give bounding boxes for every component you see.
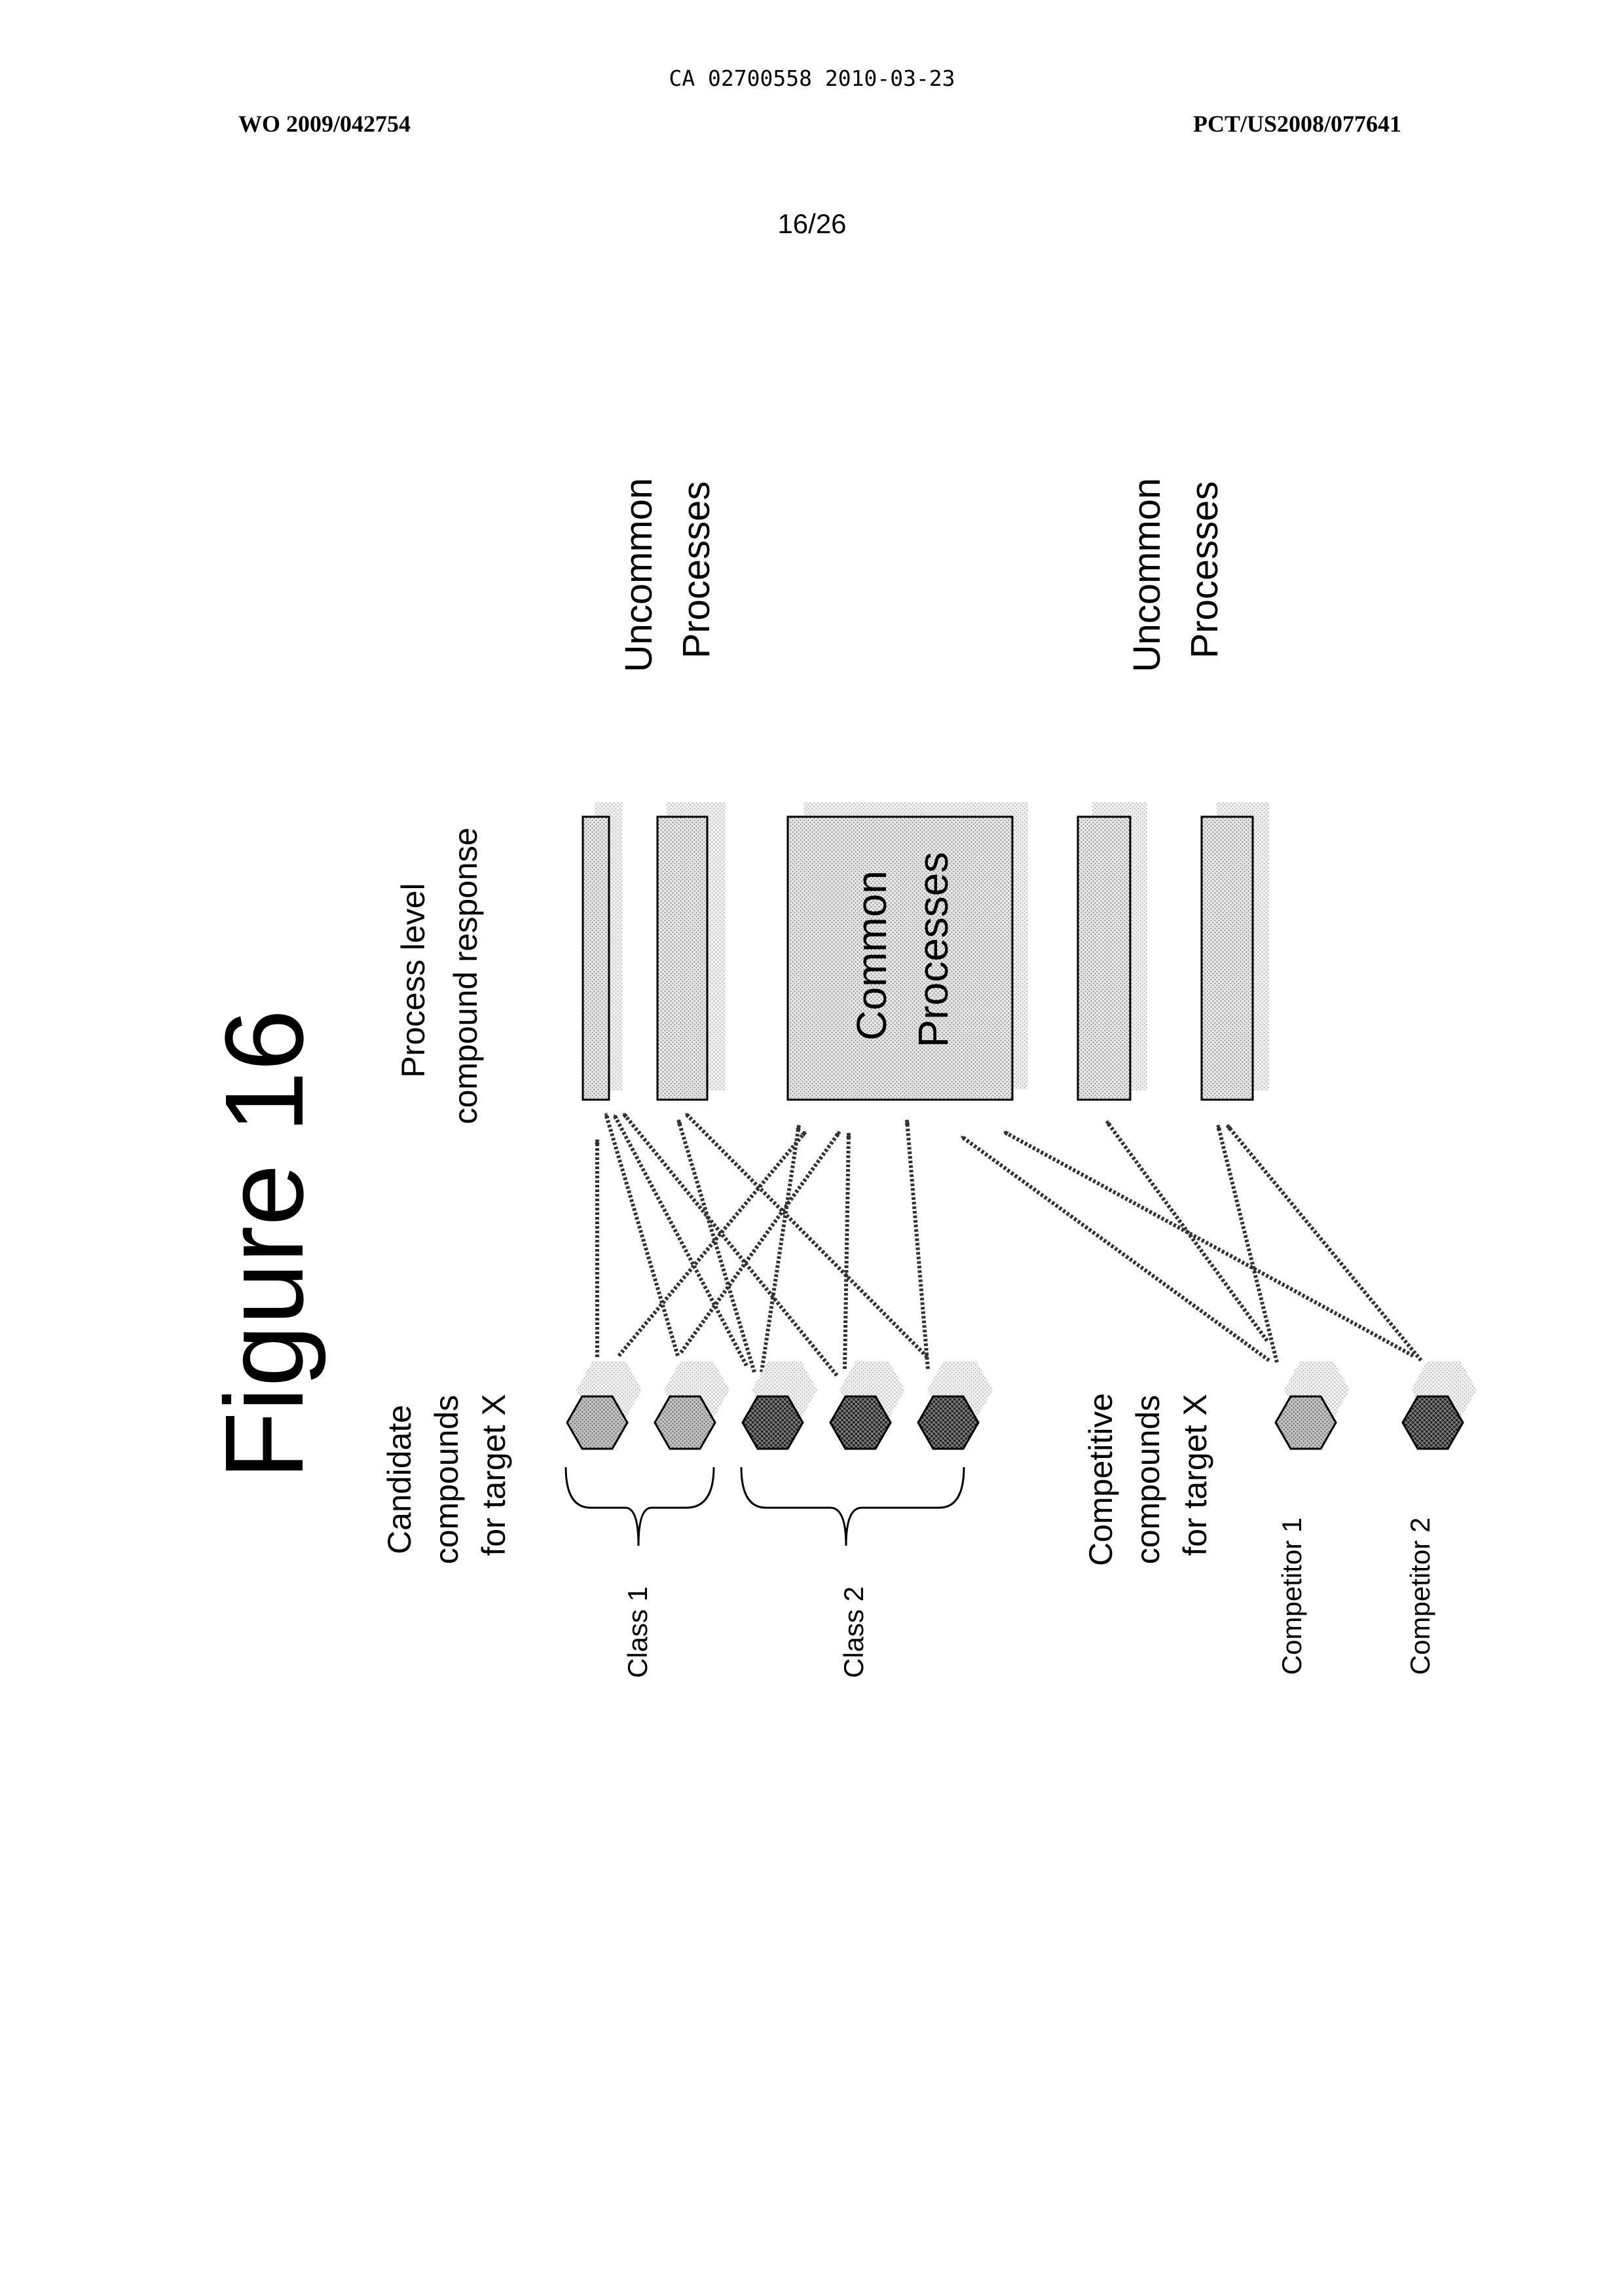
uncommon-process-box-1 (583, 817, 609, 1100)
class-2-brace (741, 1467, 964, 1546)
uncommon-1-line-1: Uncommon (618, 478, 660, 673)
uncommon-processes-label-1: Uncommon Processes (618, 468, 718, 673)
column-header-line-2: compound response (447, 827, 484, 1124)
common-line-2: Processes (910, 852, 957, 1048)
column-header-line-1: Process level (395, 883, 432, 1077)
column-header: Process level compound response (395, 827, 484, 1124)
candidate-label-line-1: Candidate (381, 1405, 418, 1554)
uncommon-processes-label-2: Uncommon Processes (1126, 468, 1226, 673)
uncommon-2-line-2: Processes (1183, 481, 1226, 659)
uncommon-1-line-2: Processes (675, 481, 718, 659)
competitor-2-label: Competitor 2 (1405, 1518, 1435, 1675)
candidate-compounds-label: Candidate compounds for target X (381, 1386, 512, 1564)
class-1-brace (566, 1467, 714, 1546)
uncommon-process-box-3 (1078, 817, 1130, 1100)
common-line-1: Common (848, 870, 895, 1041)
competitive-label-line-2: compounds (1130, 1395, 1166, 1565)
competitive-label-line-1: Competitive (1082, 1393, 1119, 1566)
arrow (845, 1133, 849, 1369)
arrow (961, 1136, 1269, 1360)
class-1-label: Class 1 (622, 1586, 653, 1678)
uncommon-process-box-2 (657, 817, 707, 1100)
response-arrows (597, 1113, 1421, 1375)
common-process-box (788, 817, 1012, 1100)
class-2-label: Class 2 (838, 1586, 869, 1678)
candidate-label-line-2: compounds (428, 1395, 465, 1565)
arrow (606, 1113, 678, 1356)
competitive-compounds-label: Competitive compounds for target X (1082, 1384, 1213, 1566)
compounds (567, 1361, 1477, 1449)
competitive-label-line-3: for target X (1177, 1394, 1213, 1556)
arrow (619, 1132, 805, 1356)
uncommon-2-line-1: Uncommon (1126, 478, 1168, 673)
arrow (1218, 1125, 1277, 1362)
arrow (681, 1132, 840, 1353)
arrow (907, 1120, 928, 1369)
competitor-1-label: Competitor 1 (1276, 1518, 1307, 1675)
braces (566, 1467, 964, 1546)
arrow (678, 1120, 754, 1372)
candidate-label-line-3: for target X (475, 1394, 512, 1556)
figure-title: Figure 16 (202, 1009, 327, 1480)
arrow (762, 1125, 799, 1372)
uncommon-process-box-4 (1202, 817, 1253, 1100)
arrow (1004, 1132, 1413, 1356)
